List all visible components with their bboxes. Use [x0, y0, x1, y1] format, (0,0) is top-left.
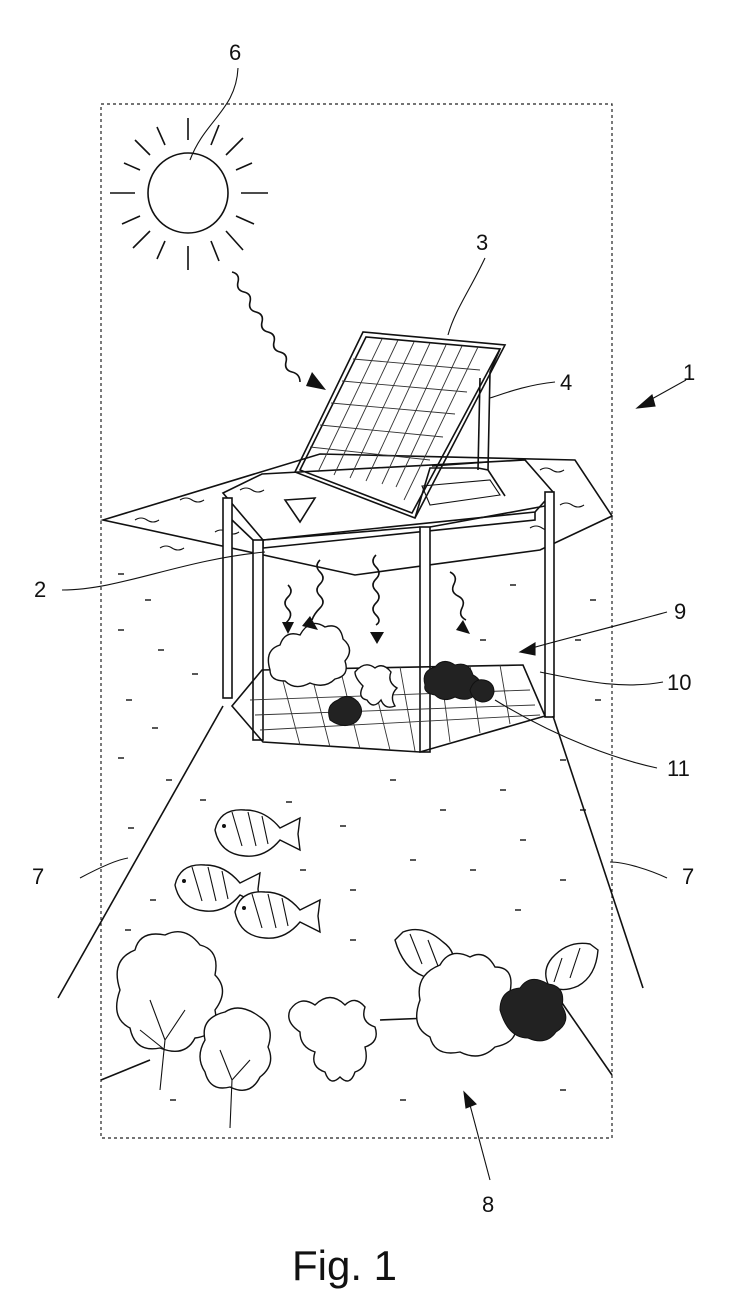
fish-icon — [235, 892, 320, 938]
reference-numeral-2: 2 — [34, 577, 46, 602]
reference-numeral-11: 11 — [667, 756, 690, 781]
reference-numeral-8: 8 — [482, 1192, 494, 1217]
reference-numeral-9: 9 — [674, 599, 686, 624]
fish-group — [175, 810, 598, 990]
clownfish-icon — [546, 943, 598, 989]
figure-caption: Fig. 1 — [292, 1242, 397, 1289]
sun-icon — [110, 118, 268, 270]
reference-numeral-4: 4 — [560, 370, 572, 395]
reference-numeral-7-left: 7 — [32, 864, 44, 889]
reference-numeral-6: 6 — [229, 40, 241, 65]
sunlight-ray-icon — [232, 272, 326, 390]
reference-numeral-1: 1 — [683, 360, 695, 385]
fish-icon — [215, 810, 300, 856]
seabed-corals — [117, 932, 566, 1128]
solar-panel — [295, 332, 505, 518]
reference-numeral-3: 3 — [476, 230, 488, 255]
reference-numeral-10: 10 — [667, 670, 691, 695]
cage-frame — [223, 492, 554, 752]
reference-numeral-7-right: 7 — [682, 864, 694, 889]
